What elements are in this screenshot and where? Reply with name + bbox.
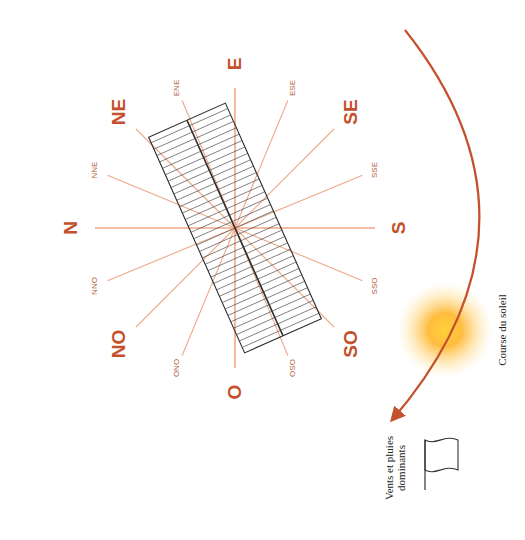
direction-letter: N [61, 221, 82, 235]
sun [397, 282, 493, 378]
wind-flag [425, 438, 458, 490]
direction-letter: SE [341, 99, 362, 124]
direction-sub-letter: ENE [172, 79, 181, 95]
direction-sub-letter: SSE [371, 162, 380, 178]
direction-letter: NE [109, 99, 130, 125]
direction-sub-letter: NNO [90, 277, 99, 295]
direction-letter: NO [109, 330, 130, 359]
sun-path-label: Course du soleil [496, 294, 508, 366]
roof-plan [149, 103, 322, 353]
wind-label: Vents et pluies dominants [383, 433, 407, 503]
direction-sub-letter: OSO [289, 360, 298, 378]
direction-sub-letter: NNE [90, 161, 99, 178]
direction-sub-letter: SSO [371, 278, 380, 295]
direction-sub-letter: ESE [289, 80, 298, 96]
direction-letter: O [225, 385, 246, 400]
compass-rose [95, 88, 375, 368]
direction-letter: S [389, 222, 410, 235]
direction-letter: E [225, 58, 246, 71]
direction-letter: SO [341, 330, 362, 357]
direction-sub-letter: ONO [172, 359, 181, 377]
